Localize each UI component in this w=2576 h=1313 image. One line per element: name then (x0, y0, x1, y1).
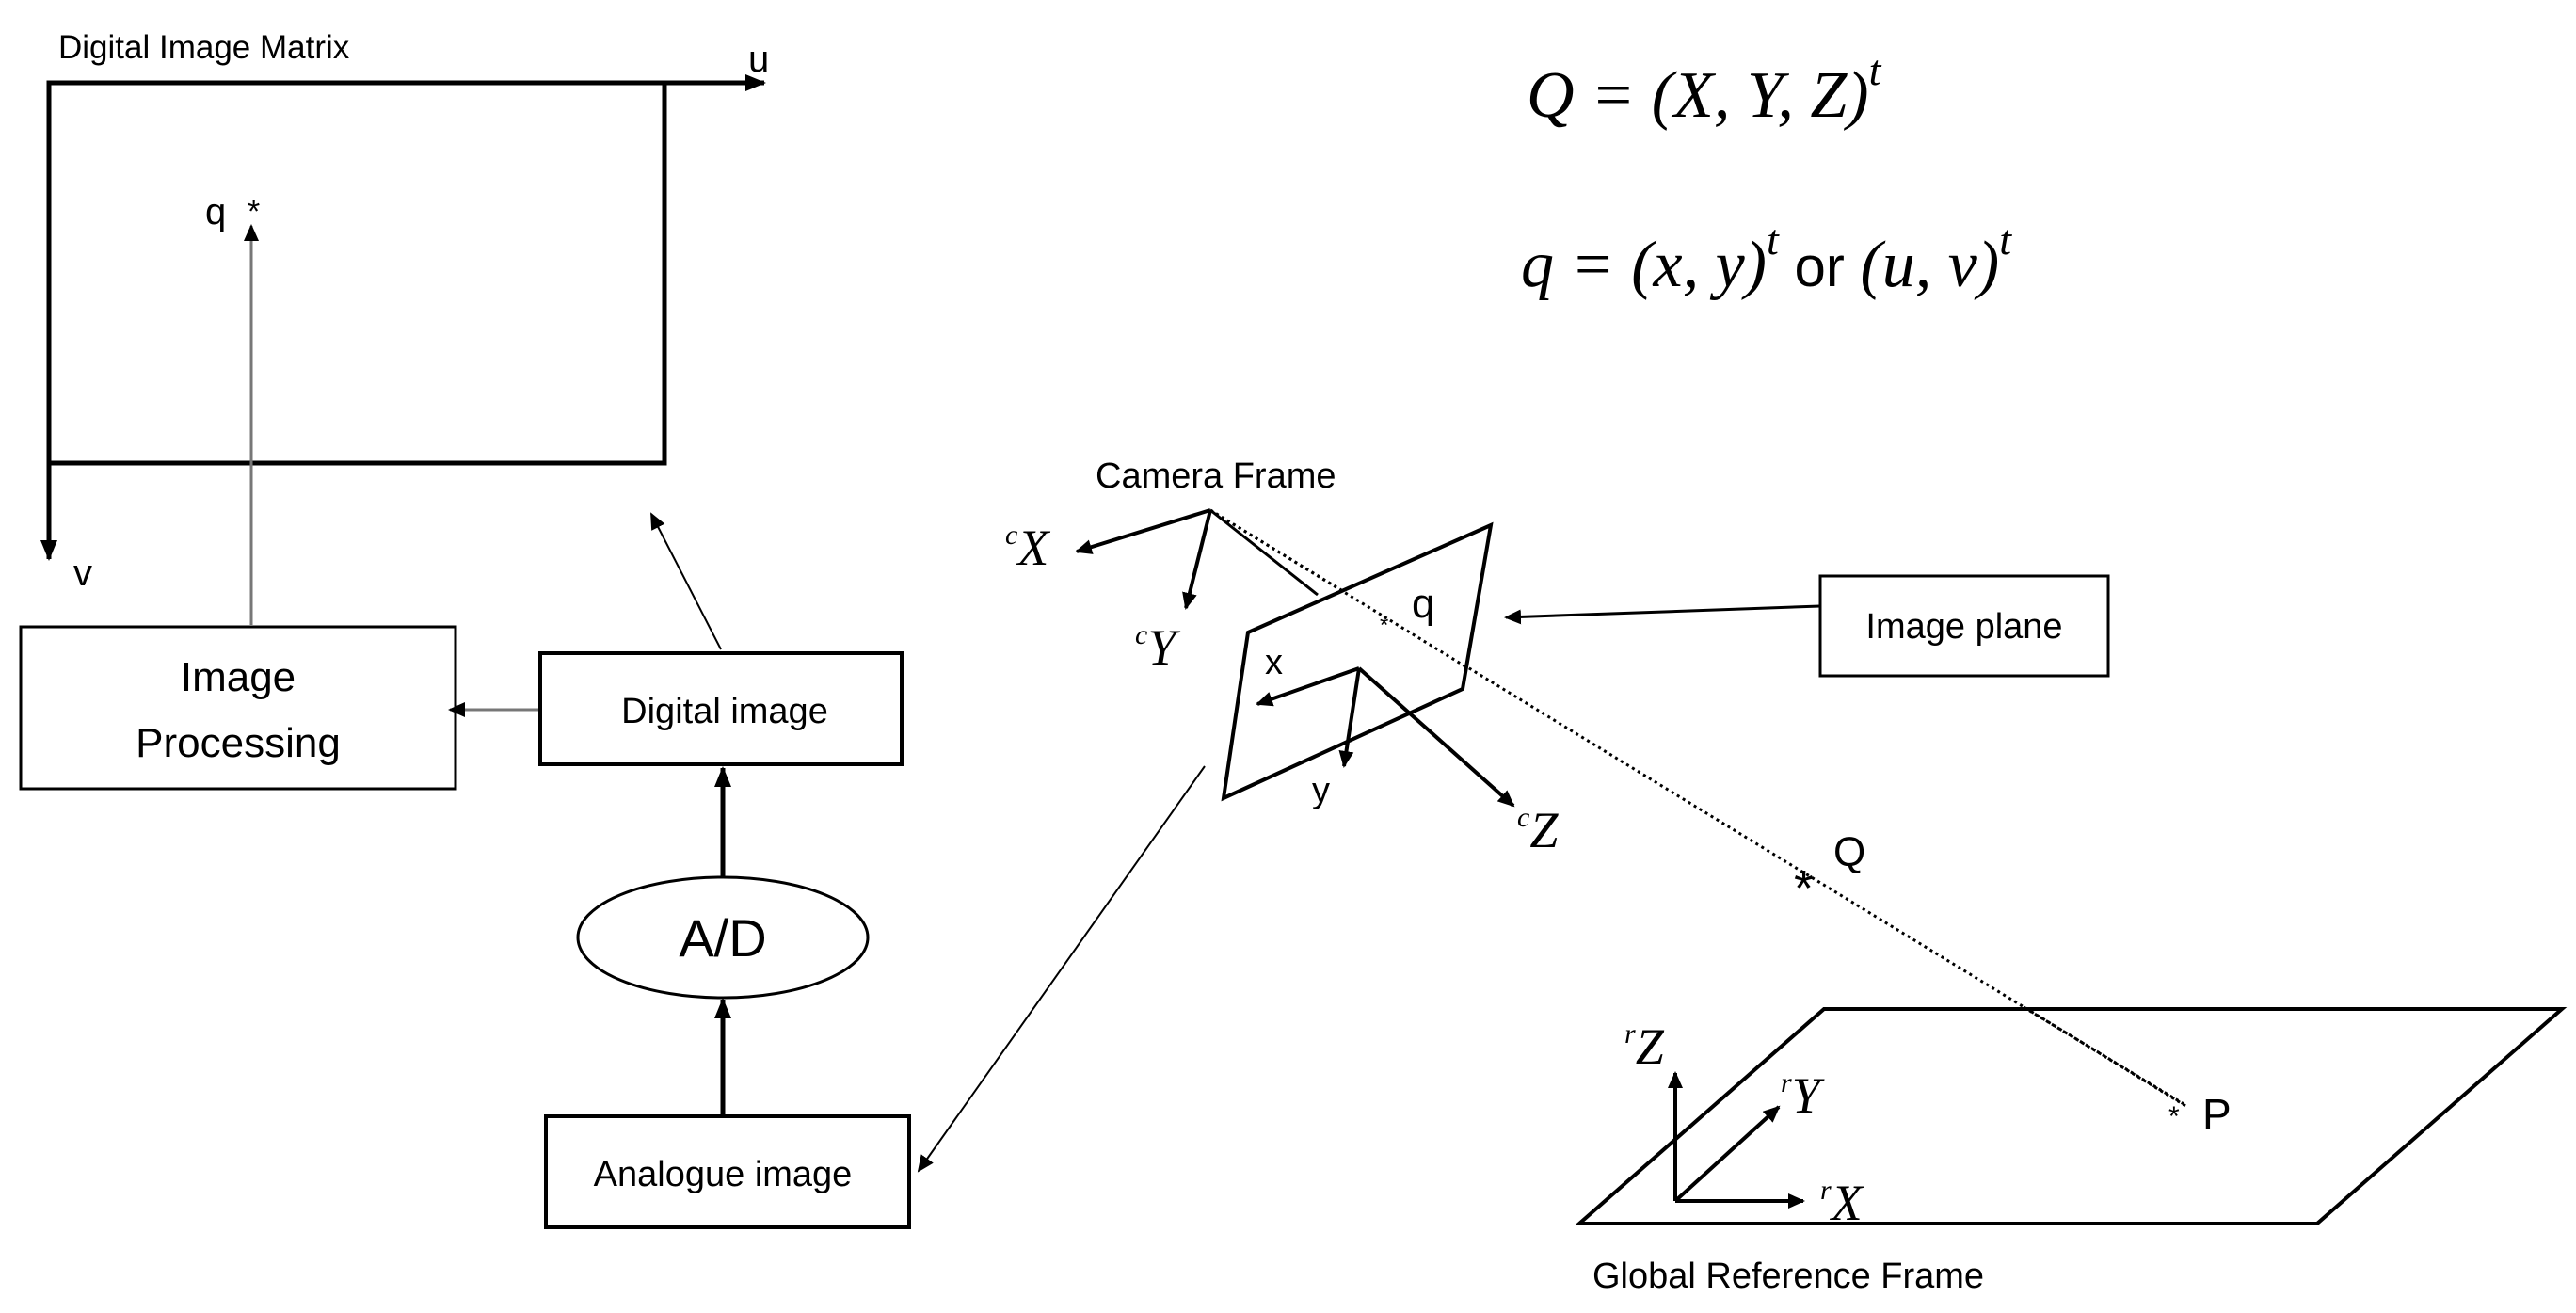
image-plane-pointer-arrow (1504, 604, 1821, 625)
plane-q-label: q (1412, 581, 1434, 627)
plane-x-axis (1256, 666, 1360, 707)
image-plane (1221, 521, 1494, 802)
u-axis-label: u (748, 39, 769, 80)
camera-z-axis (1209, 508, 1319, 597)
image-plane-label: Image plane (1865, 607, 2062, 647)
global-reference-frame: rZ rY rX Global Reference Frame (1574, 1005, 2568, 1296)
projection-ray-lower (2023, 1005, 2186, 1107)
global-z-axis-label: rZ (1624, 1018, 1665, 1075)
plane-to-analogue-arrow (917, 765, 1206, 1173)
camera-frame: Camera Frame cX cY * q x y cZ (1005, 456, 2188, 1109)
world-point-P-marker: * (2168, 1101, 2180, 1132)
digital-to-matrix-arrow (650, 512, 722, 650)
analogue-image-label: Analogue image (594, 1155, 853, 1194)
plane-q-point: * (1380, 613, 1388, 638)
global-frame-title: Global Reference Frame (1592, 1257, 1984, 1296)
digital-image-matrix: Digital Image Matrix u v q * (40, 29, 769, 594)
equation-image-point: q = (x, y)t or (u, v)t (1521, 216, 2012, 301)
ad-label: A/D (679, 908, 766, 968)
world-point-Q-marker: * (1794, 860, 1814, 917)
digital-image-label: Digital image (621, 692, 828, 731)
camera-y-axis (1182, 509, 1212, 610)
global-y-axis (1673, 1105, 1781, 1203)
ground-plane (1574, 1007, 2568, 1225)
image-processing-line1: Image (181, 654, 296, 700)
image-processing-line2: Processing (136, 720, 341, 766)
plane-y-label: y (1312, 771, 1330, 810)
image-processing-box: Image Processing (19, 625, 457, 791)
camera-x-axis (1075, 508, 1211, 554)
plane-x-label: x (1265, 643, 1283, 682)
plane-y-axis (1338, 667, 1361, 768)
equations: Q = (X, Y, Z)t q = (x, y)t or (u, v)t (1521, 46, 2012, 301)
camera-frame-title: Camera Frame (1096, 456, 1336, 496)
matrix-title: Digital Image Matrix (58, 29, 350, 66)
analogue-image-box: Analogue image (544, 1114, 911, 1229)
world-point-P-label: P (2202, 1090, 2232, 1139)
matrix-q-label: q (205, 191, 226, 232)
global-x-axis-label: rX (1820, 1175, 1864, 1231)
camera-x-axis-label: cX (1005, 520, 1050, 576)
camera-z-axis-label: cZ (1517, 802, 1559, 858)
equation-world-point: Q = (X, Y, Z)t (1527, 46, 1882, 132)
v-axis-label: v (73, 552, 92, 594)
ad-converter: A/D (576, 875, 870, 1000)
camera-z-axis-lower (1357, 666, 1515, 808)
world-point-Q-label: Q (1833, 829, 1865, 875)
world-points: * Q * P (1794, 829, 2232, 1139)
camera-y-axis-label: cY (1135, 619, 1180, 676)
projection-ray-on-plane (1209, 508, 1469, 670)
image-plane-box: Image plane (1818, 574, 2110, 678)
global-y-axis-label: rY (1781, 1067, 1825, 1124)
matrix-frame (46, 80, 667, 466)
digital-image-box: Digital image (538, 651, 904, 766)
matrix-q-point: * (248, 194, 260, 230)
